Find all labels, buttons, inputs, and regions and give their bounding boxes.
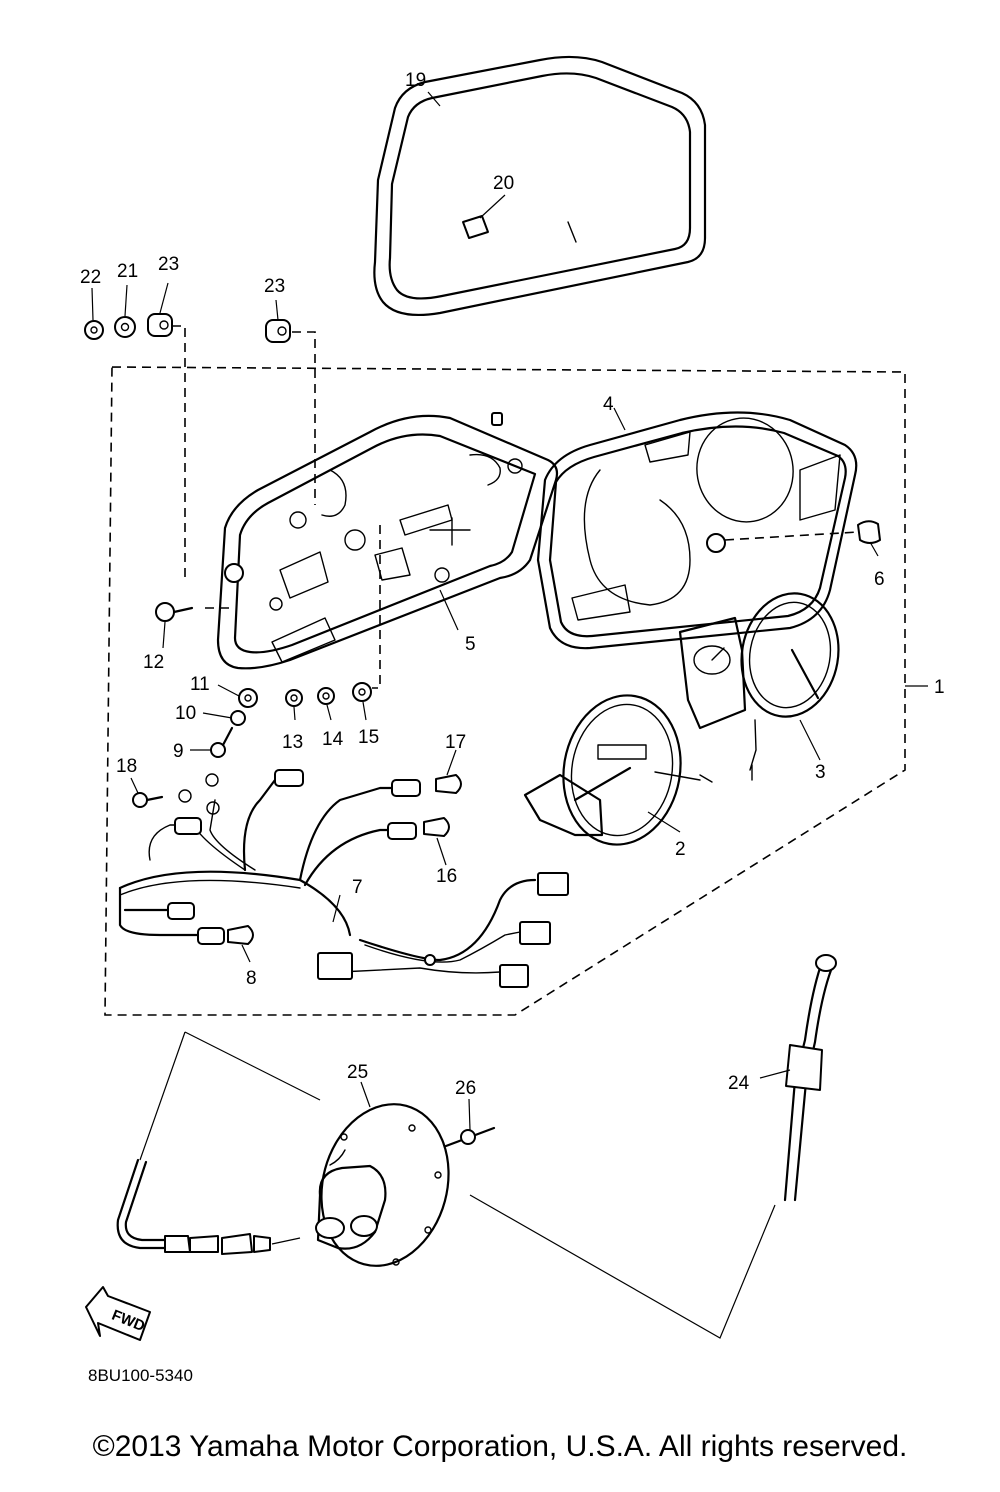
part-label-8[interactable]: 8 [246, 968, 257, 989]
part-label-5[interactable]: 5 [465, 634, 476, 655]
part-label-17[interactable]: 17 [445, 732, 466, 753]
part-label-26[interactable]: 26 [455, 1078, 476, 1099]
part-label-14[interactable]: 14 [322, 729, 344, 750]
collar-11-drawing [238, 688, 258, 708]
bulb-17-drawing [435, 774, 462, 794]
gear-unit-25-drawing [315, 1103, 450, 1267]
speedometer-2-drawing [523, 694, 713, 846]
part-label-2[interactable]: 2 [675, 839, 686, 860]
parts-diagram: FWD 1 2 3 4 5 6 7 8 9 10 11 12 13 14 15 … [80, 55, 945, 1341]
screw-12-drawing [155, 602, 194, 622]
damper-23a-dash [172, 325, 186, 582]
washer-10-drawing [230, 710, 246, 726]
wire-harness-7-drawing [118, 769, 569, 988]
bulb-16-drawing [423, 817, 450, 837]
bulb-8-drawing [227, 925, 254, 945]
grommet-6-dash [724, 531, 859, 541]
cable-left-drawing [116, 1158, 271, 1255]
speedometer-cable-24-drawing [783, 954, 837, 1202]
part-label-12[interactable]: 12 [143, 652, 164, 673]
part-label-11[interactable]: 11 [190, 674, 210, 695]
nut-22-drawing [84, 320, 104, 340]
assembly-boundary [104, 366, 906, 1016]
damper-15-drawing [352, 682, 372, 702]
screw-9-drawing [210, 726, 234, 758]
part-label-10[interactable]: 10 [175, 703, 196, 724]
part-label-13[interactable]: 13 [282, 732, 303, 753]
part-label-23a[interactable]: 23 [158, 254, 179, 275]
part-label-19[interactable]: 19 [405, 70, 426, 91]
part-label-1[interactable]: 1 [934, 677, 945, 698]
damper-23a-drawing [147, 313, 173, 337]
damper-20-drawing [462, 215, 489, 239]
damper-15-dash [372, 525, 381, 689]
damper-23b-dash [292, 331, 316, 505]
part-label-21[interactable]: 21 [117, 261, 138, 282]
part-label-7[interactable]: 7 [352, 877, 363, 898]
part-label-18[interactable]: 18 [116, 756, 137, 777]
screw-18-drawing [132, 792, 164, 808]
washer-14-drawing [317, 687, 335, 705]
part-label-16[interactable]: 16 [436, 866, 457, 887]
part-label-23b[interactable]: 23 [264, 276, 285, 297]
part-label-25[interactable]: 25 [347, 1062, 368, 1083]
fwd-arrow-icon: FWD [85, 1286, 151, 1341]
pin-26-drawing [444, 1126, 496, 1148]
part-label-24[interactable]: 24 [728, 1073, 750, 1094]
part-label-4[interactable]: 4 [603, 394, 614, 415]
part-label-9[interactable]: 9 [173, 741, 184, 762]
part-label-20[interactable]: 20 [493, 173, 514, 194]
grommet-6-drawing [857, 520, 881, 544]
washer-21-drawing [114, 316, 136, 338]
diagram-code: 8BU100-5340 [88, 1366, 193, 1385]
nut-13-drawing [285, 689, 303, 707]
copyright-notice: ©2013 Yamaha Motor Corporation, U.S.A. A… [92, 1430, 908, 1463]
part-label-15[interactable]: 15 [358, 727, 379, 748]
seal-19-drawing [373, 55, 707, 317]
part-label-3[interactable]: 3 [815, 762, 826, 783]
part-label-22[interactable]: 22 [80, 267, 101, 288]
damper-23b-drawing [265, 319, 291, 343]
meter-case-5-drawing [216, 412, 559, 670]
tachometer-3-drawing [678, 592, 840, 781]
meter-panel-4-drawing [536, 411, 858, 650]
part-label-6[interactable]: 6 [874, 569, 885, 590]
